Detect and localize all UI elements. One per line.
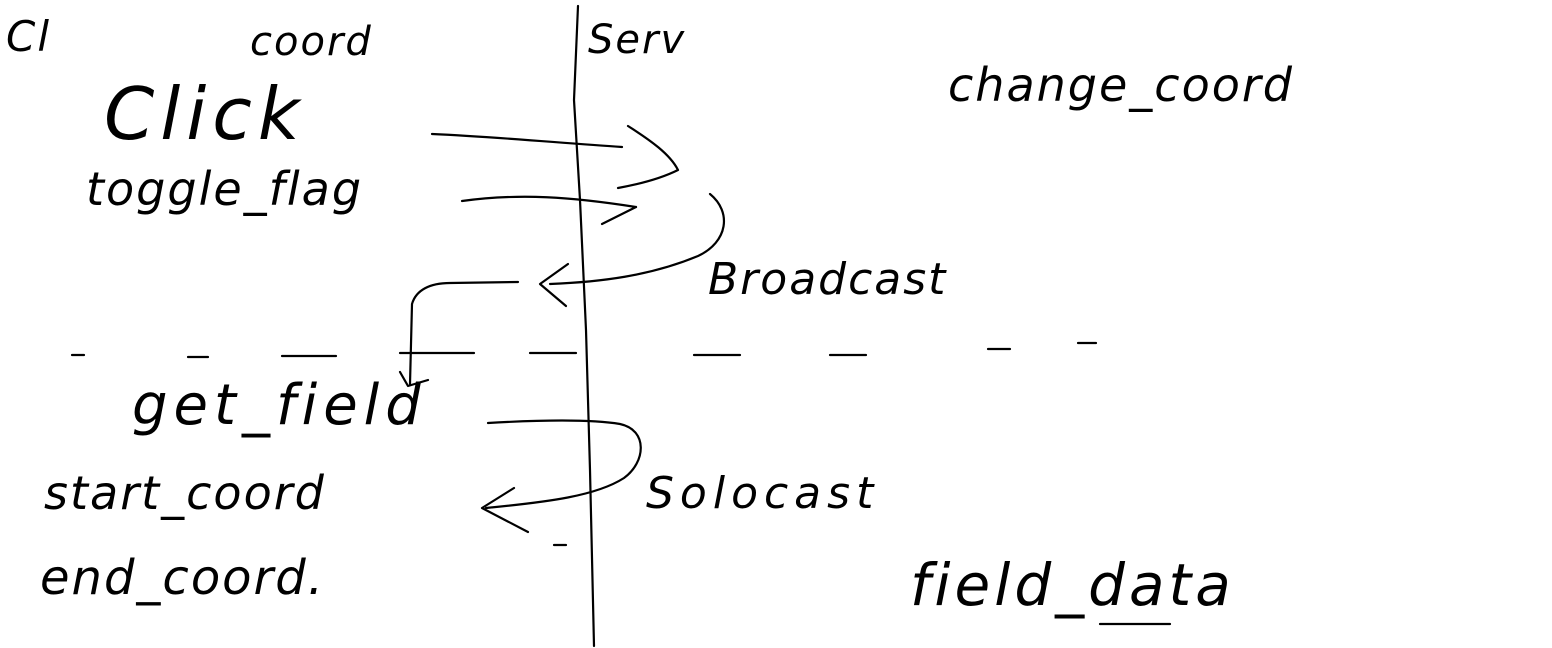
toggle-flag-request-arrow [460,195,638,226]
broadcast-label: Broadcast [708,254,948,305]
toggle-flag-label: toggle_flag [86,162,364,216]
solocast-return-arrow [480,419,642,534]
click-request-arrow [430,124,680,190]
coord-label: coord [250,19,373,65]
broadcast-return-arrow [398,192,726,388]
get-field-label: get_field [132,373,427,438]
end-coord-label: end_coord. [40,550,326,606]
client-server-divider [572,4,596,648]
client-label: Cl [6,12,51,61]
solocast-label: Solocast [646,468,880,519]
click-label: Click [104,72,306,156]
field-data-label: field_data [910,551,1235,619]
start-coord-label: start_coord [44,466,326,520]
server-label: Serv [588,17,687,63]
change-coord-label: change_coord [948,58,1294,112]
dashed-separator [70,341,1098,359]
